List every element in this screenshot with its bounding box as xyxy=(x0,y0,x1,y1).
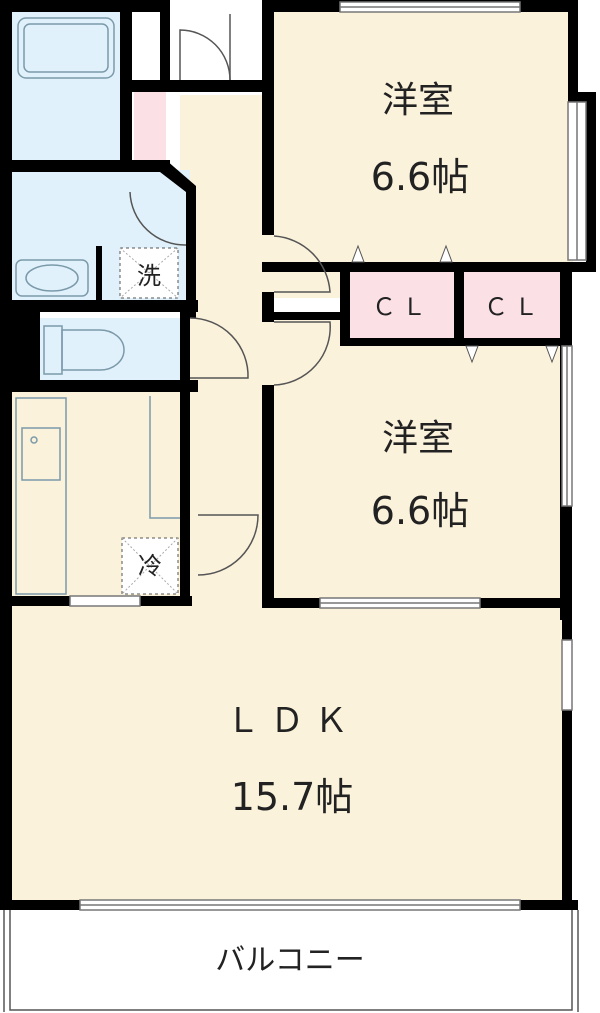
hallway-floor xyxy=(180,92,268,612)
ldk-floor xyxy=(12,602,568,907)
western-room-1-name: 洋室 xyxy=(382,80,454,121)
windows xyxy=(69,1,587,911)
closet-2-label: ＣＬ xyxy=(484,293,544,321)
western-room-2-size: 6.6帖 xyxy=(371,489,469,533)
ldk-name: ＬＤＫ xyxy=(226,701,358,741)
western-room-1-floor xyxy=(268,10,573,268)
kitchen-counter xyxy=(15,397,67,595)
closet-2-floor xyxy=(462,272,568,342)
balcony-floor xyxy=(10,908,572,1008)
appliance-boxes xyxy=(119,247,179,595)
washbasin xyxy=(15,259,89,297)
ldk-size: 15.7帖 xyxy=(231,775,354,819)
western-room-2-name: 洋室 xyxy=(382,418,454,459)
floor-fills xyxy=(10,10,573,1008)
doors xyxy=(129,14,331,576)
bathroom-floor xyxy=(12,10,122,170)
western-room-2-floor xyxy=(268,318,568,600)
fridge-label: 冷 xyxy=(138,552,162,580)
closet-doors xyxy=(351,244,559,364)
western-room-1-size: 6.6帖 xyxy=(371,155,469,199)
balcony-outline xyxy=(3,910,579,1012)
shoe-closet xyxy=(134,92,166,160)
fixtures xyxy=(15,17,180,595)
bathtub xyxy=(17,17,115,79)
balcony-label: バルコニー xyxy=(215,943,364,978)
closet-1-label: ＣＬ xyxy=(372,293,432,321)
washer-label: 洗 xyxy=(137,262,161,290)
closet-1-floor xyxy=(348,272,458,342)
